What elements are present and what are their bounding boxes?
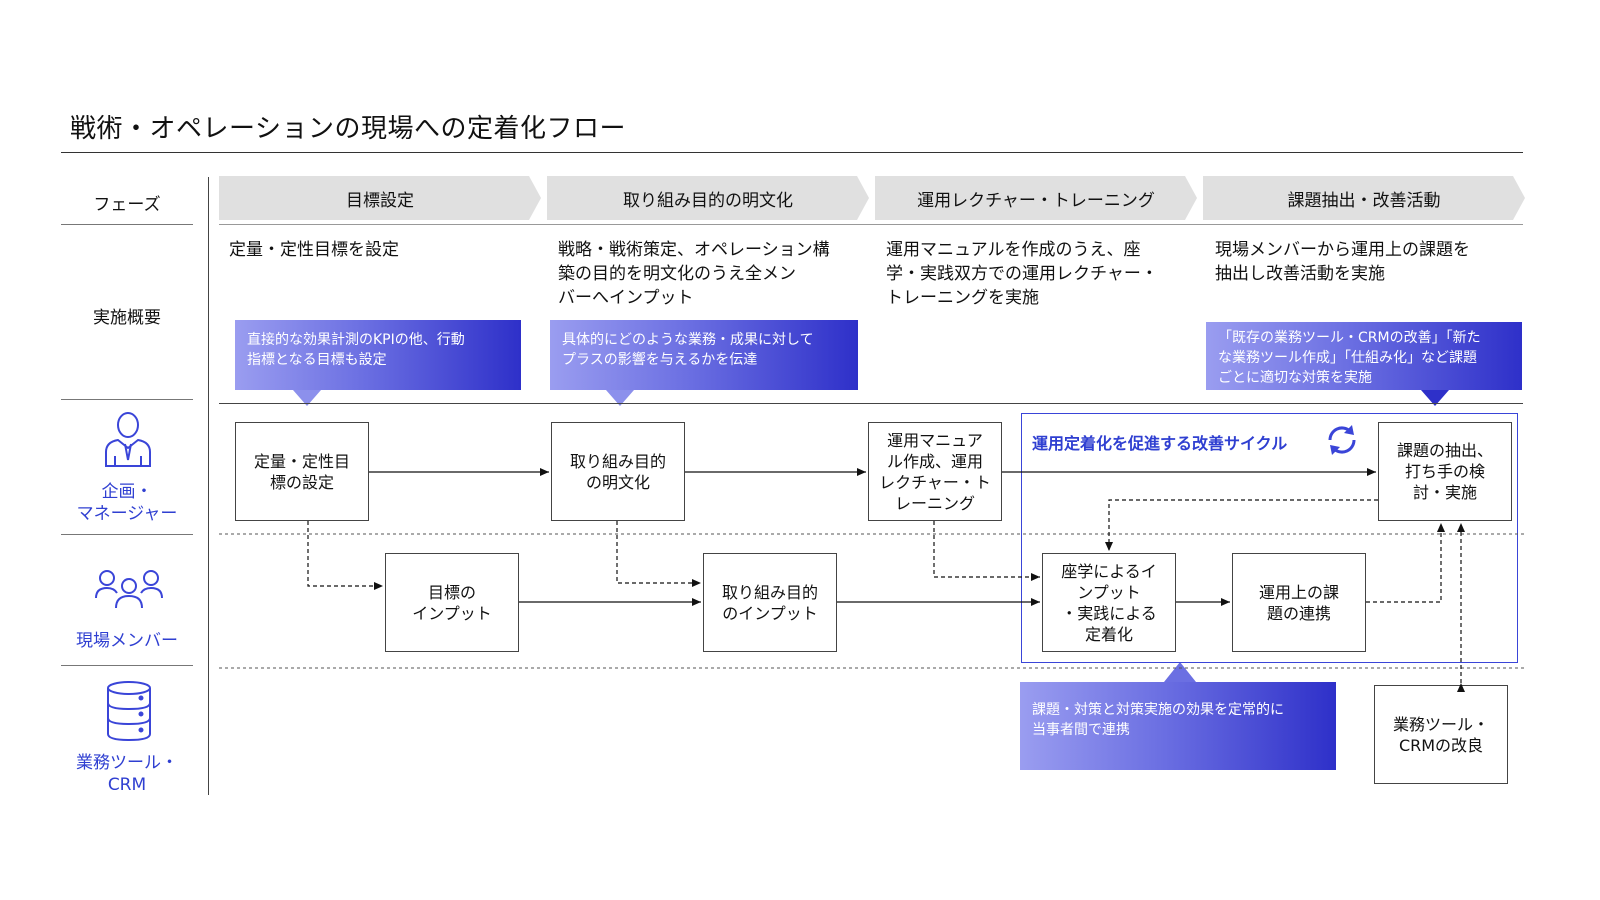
label-column-divider xyxy=(208,177,209,795)
team-members-icon xyxy=(95,570,163,609)
callout-issues: 「既存の業務ツール・CRMの改善」「新た な業務ツール作成」「仕組み化」など課題… xyxy=(1206,322,1522,390)
box-goal-input: 目標の インプット xyxy=(385,553,519,652)
row-label-summary: 実施概要 xyxy=(93,308,161,328)
row-divider xyxy=(61,665,193,666)
callout-impact-pointer xyxy=(606,390,634,406)
row-label-tools: 業務ツール・ CRM xyxy=(76,753,178,795)
phase-training: 運用レクチャー・トレーニング xyxy=(875,176,1197,220)
callout-issues-pointer xyxy=(1421,390,1449,406)
box-purpose-input: 取り組み目的 のインプット xyxy=(703,553,837,652)
improvement-cycle-frame xyxy=(1021,413,1518,663)
box-training-practice: 座学によるイ ンプット ・実践による 定着化 xyxy=(1042,553,1176,652)
description-goal-setting: 定量・定性目標を設定 xyxy=(229,240,399,260)
callout-sharing: 課題・対策と対策実施の効果を定常的に 当事者間で連携 xyxy=(1020,682,1336,770)
phase-goal-setting: 目標設定 xyxy=(219,176,541,220)
box-goal-setting: 定量・定性目 標の設定 xyxy=(235,422,369,521)
row-divider xyxy=(61,399,193,400)
row-divider xyxy=(61,224,193,225)
cycle-arrows-icon xyxy=(1328,425,1356,455)
callout-kpi-pointer xyxy=(293,390,321,406)
row-label-phase: フェーズ xyxy=(93,195,161,215)
row-label-members: 現場メンバー xyxy=(76,631,178,651)
box-issue-sharing: 運用上の課 題の連携 xyxy=(1232,553,1366,652)
box-tool-improvement: 業務ツール・ CRMの改良 xyxy=(1374,685,1508,784)
description-training: 運用マニュアルを作成のうえ、座 学・実践双方での運用レクチャー・ トレーニングを… xyxy=(886,240,1158,308)
callout-impact: 具体的にどのような業務・成果に対して プラスの影響を与えるかを伝達 xyxy=(550,320,858,390)
callout-sharing-pointer xyxy=(1164,662,1196,682)
box-extract-issues: 課題の抽出、 打ち手の検 討・実施 xyxy=(1378,422,1512,521)
row-label-planning: 企画・ マネージャー xyxy=(76,482,178,524)
phase-purpose-doc: 取り組み目的の明文化 xyxy=(547,176,869,220)
phase-underline xyxy=(219,224,1523,225)
database-icon xyxy=(107,681,151,742)
box-purpose-doc: 取り組み目的 の明文化 xyxy=(551,422,685,521)
box-manual-training: 運用マニュア ル作成、運用 レクチャー・ト レーニング xyxy=(868,422,1002,521)
page-title: 戦術・オペレーションの現場への定着化フロー xyxy=(70,114,626,144)
callout-kpi: 直接的な効果計測のKPIの他、行動 指標となる目標も設定 xyxy=(235,320,521,390)
phase-improvement: 課題抽出・改善活動 xyxy=(1203,176,1525,220)
description-purpose-doc: 戦略・戦術策定、オペレーション構 築の目的を明文化のうえ全メン バーへインプット xyxy=(558,240,830,308)
description-improvement: 現場メンバーから運用上の課題を 抽出し改善活動を実施 xyxy=(1215,240,1470,284)
manager-person-icon xyxy=(105,412,151,467)
title-underline xyxy=(61,152,1523,153)
row-divider xyxy=(61,534,193,535)
lane-top-line xyxy=(219,403,1523,404)
improvement-cycle-label: 運用定着化を促進する改善サイクル xyxy=(1032,434,1288,453)
